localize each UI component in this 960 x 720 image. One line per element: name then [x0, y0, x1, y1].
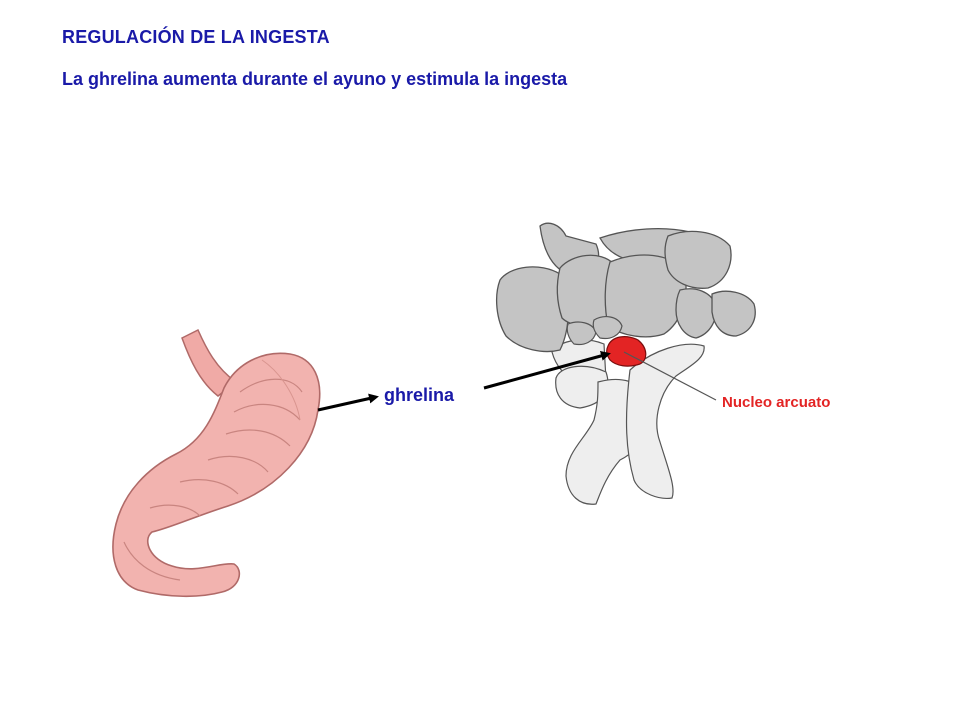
hypothalamus-illustration — [495, 222, 756, 505]
nucleus-leader-line — [623, 351, 717, 401]
stomach-illustration — [112, 328, 321, 598]
arcuate-nucleus-label: Nucleo arcuato — [722, 394, 831, 411]
arcuate-nucleus — [606, 336, 647, 367]
slide-title: REGULACIÓN DE LA INGESTA — [62, 27, 330, 47]
ghrelin-arrow — [483, 351, 611, 390]
stomach-arrow — [317, 393, 379, 412]
ghrelin-label: ghrelina — [384, 385, 455, 405]
slide-subtitle: La ghrelina aumenta durante el ayuno y e… — [62, 69, 568, 89]
